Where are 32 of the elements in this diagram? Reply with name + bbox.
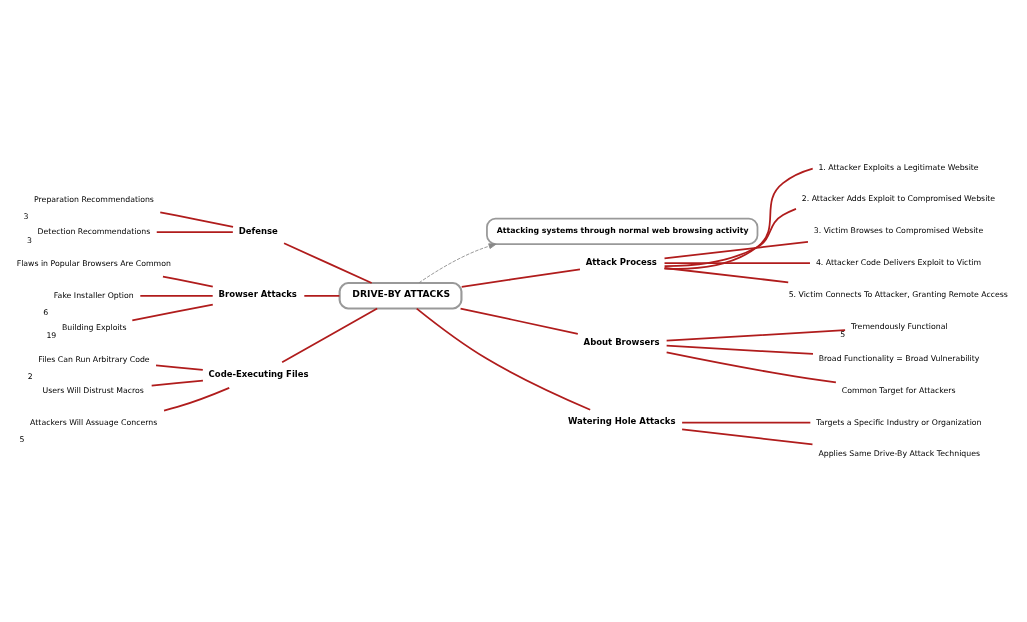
connector	[663, 167, 814, 270]
connector	[663, 240, 809, 260]
node-box: DRIVE-BY ATTACKS	[338, 281, 463, 310]
connector	[303, 294, 341, 297]
connector	[459, 307, 579, 335]
connector	[665, 329, 846, 342]
connector	[663, 262, 811, 265]
connector	[139, 294, 214, 297]
node-text: About Browsers	[583, 336, 660, 347]
connector	[163, 387, 231, 412]
node-text: Browser Attacks	[218, 289, 297, 300]
connector	[415, 307, 592, 411]
node-text: Watering Hole Attacks	[568, 416, 676, 427]
connector	[162, 275, 214, 288]
connector	[665, 344, 814, 355]
connector	[159, 211, 234, 228]
connector	[155, 231, 234, 233]
connector	[155, 364, 204, 371]
connector	[665, 351, 837, 384]
connector	[663, 207, 797, 267]
connector	[150, 379, 204, 387]
connector	[460, 268, 581, 288]
node-text: Defense	[238, 225, 278, 236]
arrow	[418, 243, 497, 284]
node-text: Attack Process	[585, 256, 657, 267]
node-text: Code-Executing Files	[208, 368, 309, 379]
connector	[281, 307, 379, 364]
connector	[283, 242, 373, 284]
connector	[131, 303, 214, 322]
connector	[663, 267, 790, 284]
connector	[681, 428, 814, 446]
connector	[681, 421, 812, 424]
